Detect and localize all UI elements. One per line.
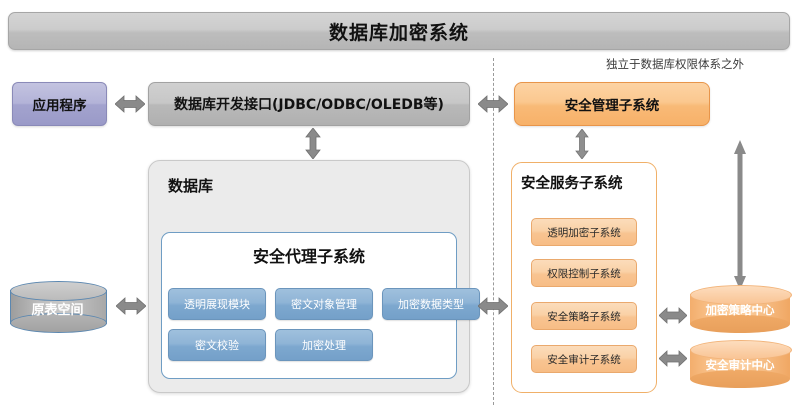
cylinder-text: 安全审计中心 bbox=[690, 340, 790, 388]
encryption-policy-center-cylinder[interactable]: 加密策略中心 bbox=[690, 285, 792, 333]
application-label: 应用程序 bbox=[32, 98, 87, 114]
database-label: 数据库 bbox=[168, 177, 214, 195]
security-audit-center-cylinder[interactable]: 安全审计中心 bbox=[690, 340, 792, 388]
security-service-item[interactable]: 透明加密子系统 bbox=[531, 218, 637, 246]
security-service-label: 安全服务子系统 bbox=[521, 176, 623, 192]
diagram-title-bar: 数据库加密系统 bbox=[8, 12, 790, 50]
cylinder-text: 加密策略中心 bbox=[690, 285, 790, 333]
database-interface-label: 数据库开发接口(JDBC/ODBC/OLEDB等) bbox=[174, 97, 444, 113]
security-service-item-label: 安全审计子系统 bbox=[547, 353, 621, 366]
agent-module-label: 透明展现模块 bbox=[184, 298, 250, 311]
agent-module-label: 加密处理 bbox=[302, 339, 346, 352]
agent-module[interactable]: 加密数据类型 bbox=[382, 288, 480, 320]
security-management-label: 安全管理子系统 bbox=[564, 98, 660, 114]
agent-module-label: 密文对象管理 bbox=[291, 298, 357, 311]
database-interface-box[interactable]: 数据库开发接口(JDBC/ODBC/OLEDB等) bbox=[148, 82, 470, 126]
arrow-secmgmt-to-centers-icon bbox=[732, 140, 748, 290]
agent-module[interactable]: 密文校验 bbox=[168, 329, 266, 361]
agent-module[interactable]: 加密处理 bbox=[275, 329, 373, 361]
arrow-app-to-interface-icon bbox=[115, 93, 145, 115]
security-service-item-label: 安全策略子系统 bbox=[547, 310, 621, 323]
tablespace-label: 原表空间 bbox=[31, 302, 84, 318]
agent-module-label: 密文校验 bbox=[195, 339, 239, 352]
page-title: 数据库加密系统 bbox=[328, 21, 469, 44]
arrow-policy-to-center-icon bbox=[659, 305, 687, 326]
security-service-item[interactable]: 安全策略子系统 bbox=[531, 302, 637, 330]
arrow-database-to-secservice-icon bbox=[478, 295, 508, 317]
cylinder-top bbox=[690, 285, 792, 305]
tablespace-cylinder[interactable]: 原表空间 bbox=[10, 281, 107, 333]
arrow-interface-to-database-icon bbox=[303, 128, 323, 159]
independence-note: 独立于数据库权限体系之外 bbox=[606, 57, 744, 71]
arrow-tablespace-to-database-icon bbox=[116, 295, 146, 317]
arrow-audit-to-center-icon bbox=[659, 348, 687, 369]
security-service-item[interactable]: 权限控制子系统 bbox=[531, 259, 637, 287]
cylinder-bottom bbox=[690, 370, 790, 388]
agent-module[interactable]: 透明展现模块 bbox=[168, 288, 266, 320]
security-service-item-label: 权限控制子系统 bbox=[547, 267, 621, 280]
agent-module-row-2: 密文校验 加密处理 bbox=[168, 329, 373, 361]
security-service-item-label: 透明加密子系统 bbox=[547, 226, 621, 239]
arrow-secmgmt-to-secservice-icon bbox=[573, 129, 591, 159]
cylinder-top bbox=[10, 281, 107, 301]
cylinder-bottom bbox=[690, 315, 790, 333]
cylinder-text: 原表空间 bbox=[10, 281, 105, 333]
cylinder-bottom bbox=[10, 313, 107, 333]
security-service-item[interactable]: 安全审计子系统 bbox=[531, 345, 637, 373]
agent-module[interactable]: 密文对象管理 bbox=[275, 288, 373, 320]
boundary-divider bbox=[493, 58, 494, 405]
security-management-box[interactable]: 安全管理子系统 bbox=[514, 82, 710, 126]
cylinder-top bbox=[690, 340, 792, 360]
security-audit-center-label: 安全审计中心 bbox=[705, 358, 775, 372]
arrow-interface-to-secmgmt-icon bbox=[478, 93, 508, 115]
agent-module-row-1: 透明展现模块 密文对象管理 加密数据类型 bbox=[168, 288, 480, 320]
application-box[interactable]: 应用程序 bbox=[12, 82, 107, 126]
agent-subsystem-label: 安全代理子系统 bbox=[252, 247, 365, 266]
encryption-policy-center-label: 加密策略中心 bbox=[705, 303, 775, 317]
agent-module-label: 加密数据类型 bbox=[398, 298, 464, 311]
